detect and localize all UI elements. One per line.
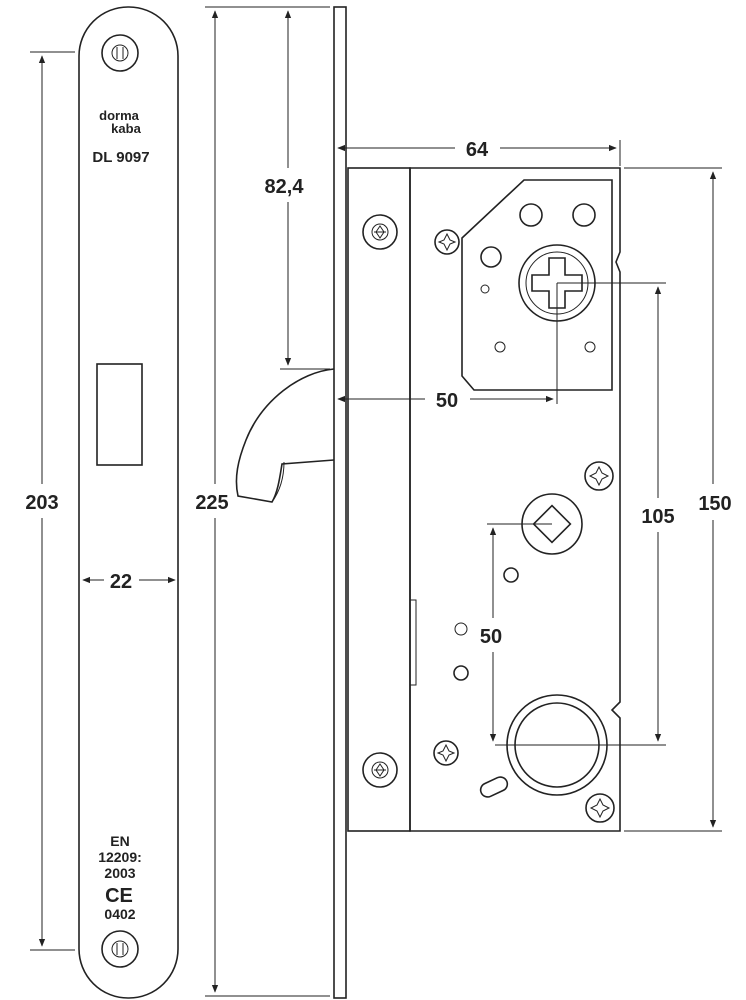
dim-82-4-label: 82,4 [265, 176, 305, 198]
faceplate-outline [78, 6, 179, 999]
case-screw-bottom-left-icon [433, 740, 459, 766]
faceplate-top-screw-icon [101, 34, 139, 72]
small-hole-2 [454, 622, 468, 636]
dim-50-backset-label: 50 [436, 390, 458, 412]
dim-150-label: 150 [698, 493, 731, 515]
dim-203-label: 203 [25, 492, 58, 514]
dim-center-distance: 105 [495, 282, 675, 746]
case-inner-plate [347, 167, 411, 832]
faceplate-front-view: dorma kaba DL 9097 EN 12209: 2003 CE 040… [78, 6, 179, 999]
small-hole-3 [453, 665, 469, 681]
dim-backset: 50 [337, 283, 558, 412]
faceplate-bottom-screw-icon [101, 930, 139, 968]
mech-hole-3 [480, 246, 502, 268]
dim-225-label: 225 [195, 492, 228, 514]
mech-hole-5 [494, 341, 506, 353]
dim-64-label: 64 [466, 139, 489, 161]
case-screw-bottom-right-icon [585, 793, 615, 823]
cert-line-1: EN [110, 833, 129, 849]
dim-faceplate-width: 22 [82, 571, 176, 593]
mech-hole-6 [584, 341, 596, 353]
slot-hole [479, 776, 509, 798]
cert-line-4: 0402 [104, 906, 135, 922]
dim-overall-height: 225 [195, 6, 330, 997]
lock-side-view [235, 6, 621, 999]
mech-hole-2 [572, 203, 596, 227]
dim-spindle-to-cylinder: 50 [480, 523, 552, 742]
mech-hole-1 [519, 203, 543, 227]
case-screw-top-left-icon [434, 229, 460, 255]
mech-hole-4 [480, 284, 490, 294]
case-screw-mid-right-icon [584, 461, 614, 491]
brand-logo-line2: kaba [111, 121, 141, 136]
hook-bolt [235, 368, 335, 503]
inner-plate-top-screw-icon [362, 214, 398, 250]
ce-mark: CE [105, 885, 133, 907]
cert-line-2: 12209: [98, 849, 142, 865]
dim-hook-offset: 82,4 [265, 10, 330, 370]
brand-logo-line1: dorma [99, 108, 140, 123]
inner-plate-bottom-screw-icon [362, 752, 398, 788]
dim-body-depth: 64 [337, 139, 621, 166]
dim-105-label: 105 [641, 506, 674, 528]
dim-22-label: 22 [110, 571, 132, 593]
dim-faceplate-length: 203 [25, 51, 75, 951]
dim-case-height: 150 [624, 167, 732, 832]
cert-line-3: 2003 [104, 865, 135, 881]
case-body [409, 167, 621, 832]
forend-strip [333, 6, 347, 999]
dim-50-vertical-label: 50 [480, 626, 502, 648]
upper-mechanism-plate [461, 179, 613, 391]
small-hole-1 [503, 567, 519, 583]
model-label: DL 9097 [92, 149, 149, 166]
latch-opening [96, 363, 143, 466]
